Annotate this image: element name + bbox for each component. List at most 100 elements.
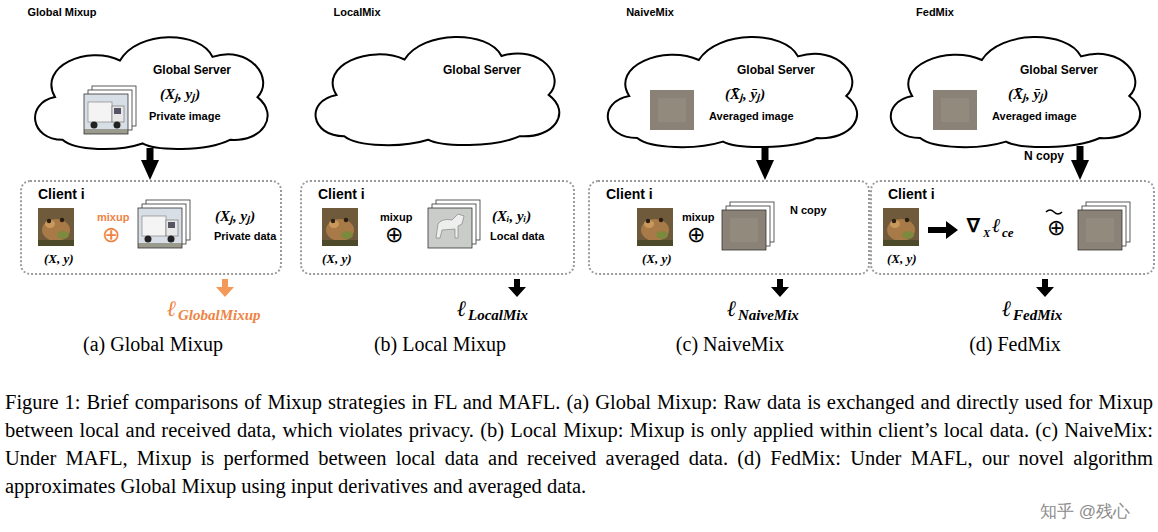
cloud-outline	[316, 37, 560, 145]
client-b-images	[428, 208, 472, 248]
client-c-images	[722, 210, 766, 250]
node-text: Private data	[214, 230, 276, 242]
cloud-a-image-stack	[84, 94, 128, 134]
server-cloud: Global Server (X̄ⱼ, ȳⱼ) Averaged image	[597, 30, 865, 150]
node-text: (X, y)	[642, 252, 672, 266]
loss-arrow	[216, 279, 234, 297]
cloud-d-image	[933, 90, 977, 130]
subfigure-caption: (b) Local Mixup	[374, 333, 506, 355]
client-b-images	[322, 208, 358, 246]
node-title: Global Server	[1020, 64, 1098, 77]
loss-arrow	[508, 279, 526, 297]
node-title: Client i	[606, 187, 653, 202]
client-c-images	[637, 208, 673, 246]
server-cloud: Global Server (X̄ⱼ, ȳⱼ) Averaged image	[880, 30, 1148, 150]
node-text: (X, y)	[887, 252, 917, 266]
node-text: (Xⱼ, yⱼ)	[215, 208, 255, 225]
node-text: Private image	[149, 110, 221, 122]
loss-subscript: NaiveMix	[738, 307, 799, 324]
panel-title: Global Mixup	[27, 6, 96, 18]
subfigure-caption: (d) FedMix	[969, 333, 1061, 355]
client-a-images	[138, 208, 182, 248]
tilde-mark	[1046, 210, 1062, 214]
client-d-images	[1078, 210, 1122, 250]
right-arrow	[928, 221, 958, 239]
node-title: Global Server	[443, 64, 521, 77]
client-box: Client i mixup⊕ (X, y) (Xᵢ, yᵢ) Local data	[300, 180, 575, 275]
client-d-images	[1078, 210, 1122, 250]
server-cloud: Global Server	[305, 30, 567, 148]
panel-title: LocalMix	[333, 6, 380, 18]
node-text: mixup	[682, 211, 714, 223]
server-cloud: Global Server (Xⱼ, yⱼ) Private image	[25, 30, 275, 152]
panel-title: NaiveMix	[626, 6, 674, 18]
loss-arrow	[1036, 279, 1054, 297]
cloud-c-image	[650, 90, 694, 130]
client-d-images	[883, 202, 1130, 250]
node-text: (X, y)	[44, 252, 74, 266]
node-text: Averaged image	[992, 110, 1077, 122]
node-text: Local data	[490, 230, 544, 242]
client-d-images	[883, 208, 919, 246]
client-box: Client i ∇Xℓce ⊕ (X, y)	[870, 180, 1155, 275]
cloud-outline	[891, 37, 1140, 147]
loss-subscript: LocalMix	[468, 307, 528, 324]
subfigure-caption: (a) Global Mixup	[83, 333, 223, 355]
cloud-outline	[305, 30, 567, 148]
node-text: ⊕	[102, 223, 120, 247]
node-text: (X, y)	[322, 252, 352, 266]
node-text: (X̄ⱼ, ȳⱼ)	[725, 86, 765, 103]
right-arrow	[928, 221, 958, 239]
node-text: (X̄ⱼ, ȳⱼ)	[1008, 86, 1048, 103]
node-title: Client i	[318, 187, 365, 202]
block-arrow	[762, 146, 769, 168]
loss-symbol: ℓ	[727, 297, 736, 321]
loss-arrow	[216, 279, 1054, 297]
client-a-images	[38, 208, 74, 246]
cloud-outline	[35, 37, 268, 149]
node-text: (Xᵢ, yᵢ)	[492, 208, 531, 225]
cloud-outline	[608, 37, 857, 147]
panel-title: FedMix	[916, 6, 954, 18]
cloud-d-image	[933, 90, 977, 130]
loss-symbol: ℓ	[167, 297, 176, 321]
subfigure-caption: (c) NaiveMix	[676, 333, 784, 355]
loss-symbol: ℓ	[457, 297, 466, 321]
client-a-images	[138, 208, 182, 248]
node-title: Client i	[38, 187, 85, 202]
node-text: ⊕	[385, 223, 403, 247]
node-title: Client i	[888, 187, 935, 202]
client-c-images	[722, 210, 766, 250]
loss-subscript: GlobalMixup	[178, 307, 261, 324]
client-box: Client i mixup⊕ (X, y) (Xⱼ, yⱼ) Private data	[20, 180, 282, 275]
node-text: Averaged image	[709, 110, 794, 122]
edge-label: N copy	[1022, 150, 1066, 163]
node-text: ∇	[967, 216, 980, 237]
cloud-outline	[25, 30, 275, 152]
node-title: Global Server	[153, 64, 231, 77]
loss-subscript: FedMix	[1013, 307, 1062, 324]
cloud-a-image-stack	[84, 94, 128, 134]
block-arrow	[147, 148, 154, 168]
node-text: (Xⱼ, yⱼ)	[160, 86, 200, 103]
node-text: ⊕	[687, 223, 705, 247]
node-text: ℓ	[992, 214, 1001, 236]
loss-symbol: ℓ	[1002, 297, 1011, 321]
node-text: mixup	[97, 211, 129, 223]
node-text: mixup	[380, 211, 412, 223]
cloud-a-image-stack	[84, 86, 136, 134]
node-text: ⊕	[1047, 216, 1065, 240]
node-text: X	[983, 227, 990, 239]
cloud-c-image	[650, 90, 694, 130]
client-c-images	[637, 202, 774, 250]
tilde-mark	[1046, 210, 1062, 214]
client-b-images	[322, 200, 480, 248]
node-title: Global Server	[737, 64, 815, 77]
block-arrow	[1077, 146, 1084, 168]
client-b-images	[428, 208, 472, 248]
watermark: 知乎 @残心	[1040, 503, 1130, 522]
node-text: ce	[1002, 226, 1014, 240]
client-box: Client i mixup⊕ N copy (X, y)	[588, 180, 870, 275]
loss-arrow	[771, 279, 789, 297]
node-text: N copy	[790, 204, 827, 216]
